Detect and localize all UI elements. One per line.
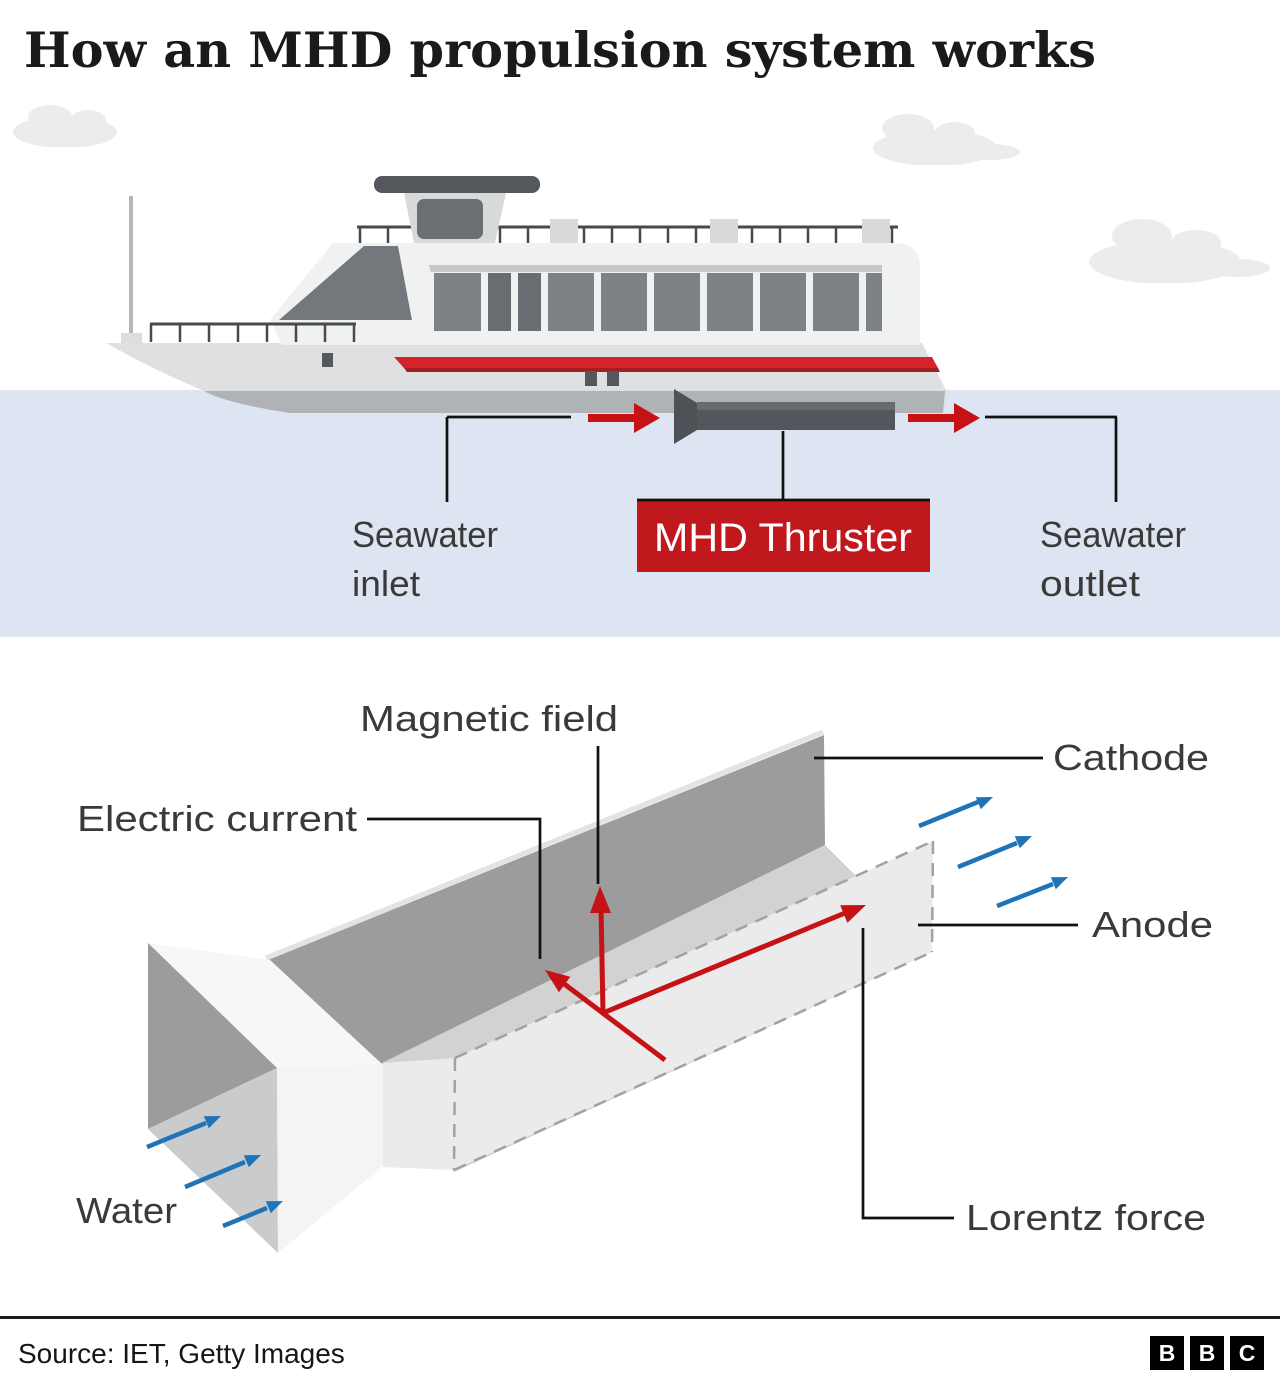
window-band [434,273,882,331]
footer-divider [0,1316,1280,1319]
roof-vents [550,219,890,244]
page-title: How an MHD propulsion system works [24,21,1096,79]
outlet-label-line2: outlet [1040,563,1140,604]
ferry-illustration [106,176,948,413]
seawater-flow-arrows [588,403,980,433]
ship-callouts: MHD Thruster Seawater inlet Seawater out… [352,415,1186,604]
electric-current-connector [367,817,542,959]
label-cathode: Cathode [1053,737,1209,778]
inlet-label-line1: Seawater [352,514,498,555]
outlet-label-line1: Seawater [1040,514,1186,555]
duct-entrance [148,943,383,1253]
source-text: Source: IET, Getty Images [18,1338,345,1369]
label-electric-current: Electric current [77,798,357,839]
inlet-label-line2: inlet [352,563,420,604]
mhd-duct-diagram: Magnetic field Electric current Cathode … [76,698,1213,1253]
lorentz-force-vector [602,910,846,1016]
hull-details [322,353,619,386]
force-vectors [545,886,866,1062]
cathode-plate [268,735,825,1065]
water-flow-arrows [146,797,1068,1229]
bbc-letter-c: C [1239,1340,1256,1366]
bbc-logo: B B C [1150,1336,1264,1370]
label-water: Water [76,1190,177,1231]
outlet-connector [985,415,1118,502]
label-anode: Anode [1092,904,1213,945]
magnetic-field-vector [598,907,606,1014]
label-magnetic-field: Magnetic field [360,698,618,739]
funnel-tower [374,176,540,243]
bbc-letter-b1: B [1159,1340,1176,1366]
thruster-badge [637,500,930,572]
footer: Source: IET, Getty Images B B C [0,1316,1280,1370]
hull-stripe [394,357,938,368]
electric-current-vector [561,981,667,1062]
sky-clouds [0,105,1280,295]
windshield [279,246,414,320]
thruster-pod [674,389,895,444]
thruster-label: MHD Thruster [654,516,912,560]
bbc-letter-b2: B [1199,1340,1216,1366]
label-lorentz-force: Lorentz force [966,1197,1206,1238]
inlet-connector [445,415,571,502]
lorentz-connector [861,928,954,1220]
